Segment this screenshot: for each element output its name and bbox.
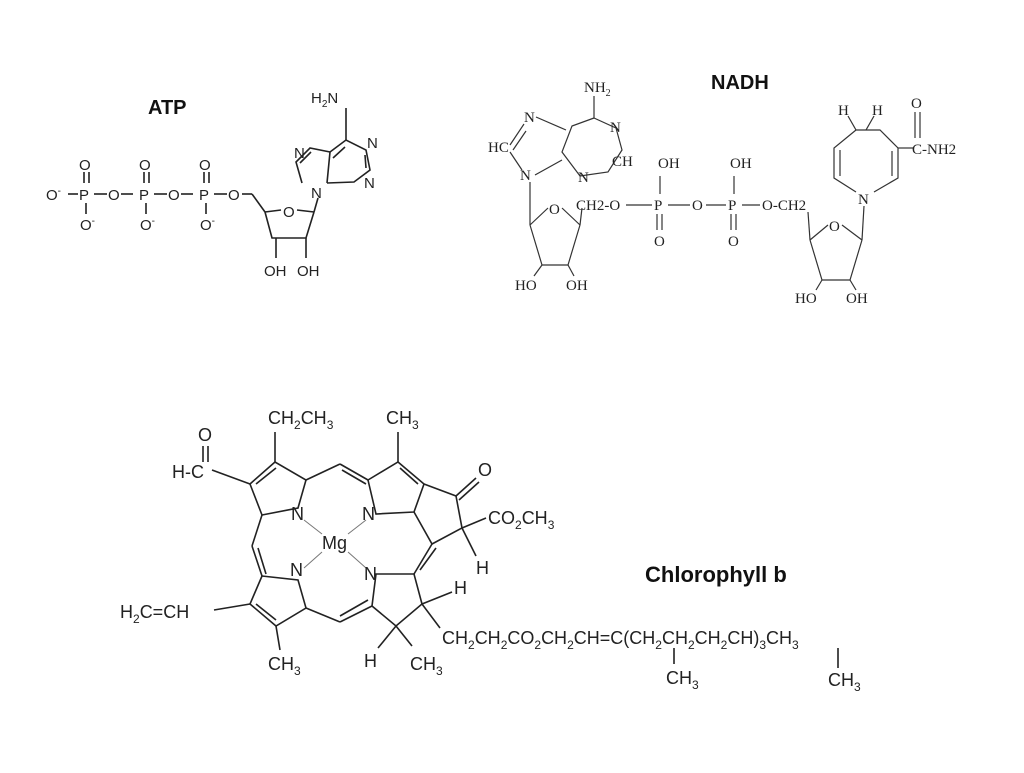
atp-p2: P [139, 187, 149, 204]
atp-oh-2: OH [297, 263, 320, 280]
nadh-oh-p1: OH [658, 156, 680, 172]
atp-ribose: O OH OH [264, 197, 320, 280]
nadh-oh-p2: OH [730, 156, 752, 172]
atp-o-minus-1: O- [46, 186, 61, 204]
nadh-h2: H [872, 103, 883, 119]
atp-o-minus-b1: O- [80, 216, 95, 234]
atp-ribose-o: O [283, 204, 295, 221]
nadh-n3: N [578, 170, 589, 186]
chl-n-2: N [362, 504, 375, 524]
nadh-ribose2-o: O [829, 219, 840, 235]
chl-n-3: N [364, 564, 377, 584]
nadh-o-ch2: O-CH2 [762, 198, 806, 214]
chl-ketone-o: O [478, 460, 492, 480]
nadh-ch: CH [612, 154, 633, 170]
nadh-o-bridge: O [692, 198, 703, 214]
atp-o-bridge-2: O [168, 187, 180, 204]
atp-o-top-2: O [139, 157, 151, 174]
nadh-adenine: NH2 N CH N N HC N [488, 80, 633, 225]
nadh-ribose-2: O HO OH [795, 205, 868, 307]
atp-o-top-1: O [79, 157, 91, 174]
atp-n3: N [364, 175, 375, 192]
chl-ch3-bottom: CH3 [268, 654, 301, 678]
chl-phytyl-chain: CH2CH2CO2CH2CH=C(CH2CH2CH2CH)3CH3 CH3 CH… [442, 628, 861, 694]
chl-formyl-o: O [198, 425, 212, 445]
atp-o-minus-b3: O- [200, 216, 215, 234]
atp-title: ATP [148, 97, 187, 119]
atp-o-top-3: O [199, 157, 211, 174]
chl-ring-3: N H H CH3 [364, 543, 467, 678]
nadh-ch2-o: CH2-O [576, 198, 620, 214]
nadh-p1: P [654, 198, 662, 214]
atp-h2n: H2N [311, 90, 338, 110]
atp-phosphate-chain: O- P O O- O P O O- O P O O- O [46, 157, 266, 234]
chl-ring-4: N H2C=CH CH3 [120, 560, 307, 678]
atp-o-bridge-1: O [108, 187, 120, 204]
nadh-n9: N [520, 168, 531, 184]
nadh-c-nh2: C-NH2 [912, 142, 956, 158]
nadh-ho-2: HO [795, 291, 817, 307]
nadh-h1: H [838, 103, 849, 119]
chl-co2ch3: CO2CH3 [488, 508, 555, 532]
chl-h-3: H [364, 651, 377, 671]
chl-n-4: N [290, 560, 303, 580]
nadh-o-p2: O [728, 234, 739, 250]
nadh-oh-2: OH [846, 291, 868, 307]
chl-mg: Mg [322, 533, 347, 553]
chl-n-1: N [291, 504, 304, 524]
chl-ch3-ring3: CH3 [410, 654, 443, 678]
atp-n1: N [367, 135, 378, 152]
atp-p3: P [199, 187, 209, 204]
chl-ring-1: CH2CH3 N [249, 408, 334, 524]
nadh-p2: P [728, 198, 736, 214]
chl-chain: CH2CH2CO2CH2CH=C(CH2CH2CH2CH)3CH3 [442, 628, 799, 652]
atp-n9: N [311, 185, 322, 202]
chlorophyll-structure: Chlorophyll b O H-C CH2CH3 N CH3 N [120, 408, 861, 694]
nadh-ho-1: HO [515, 278, 537, 294]
nadh-n-pyridine: N [858, 192, 869, 208]
nadh-ribose1-o: O [549, 202, 560, 218]
nadh-n1: N [610, 120, 621, 136]
nadh-nicotinamide: N H H C-NH2 O [833, 96, 956, 208]
atp-o-minus-b2: O- [140, 216, 155, 234]
chl-formyl: O H-C [172, 425, 251, 485]
chl-chain-ch3-1: CH3 [666, 668, 699, 692]
chl-h-1: H [476, 558, 489, 578]
chl-ring-2: CH3 N [305, 408, 425, 524]
chl-formyl-hc: H-C [172, 462, 204, 482]
chl-ch2ch3: CH2CH3 [268, 408, 334, 432]
nadh-title: NADH [711, 72, 769, 94]
nadh-structure: NADH NH2 N CH N N HC N O HO [488, 72, 956, 307]
nadh-oh-1: OH [566, 278, 588, 294]
chl-ch3-top: CH3 [386, 408, 419, 432]
chl-vinyl: H2C=CH [120, 602, 189, 626]
nadh-pyrophosphate: CH2-O P OH O O P OH O O-CH2 [576, 156, 806, 250]
chlorophyll-title: Chlorophyll b [645, 562, 787, 587]
atp-n7: N [294, 145, 305, 162]
atp-oh-1: OH [264, 263, 287, 280]
chl-h-2: H [454, 578, 467, 598]
nadh-ribose-1: O HO OH [515, 202, 588, 294]
atp-structure: ATP O- P O O- O P O O- O P O O- [46, 90, 378, 280]
chl-mg-core: Mg [303, 519, 367, 569]
chl-chain-ch3-2: CH3 [828, 670, 861, 694]
atp-p1: P [79, 187, 89, 204]
nadh-n7: N [524, 110, 535, 126]
chl-ring-5: O CO2CH3 H [413, 460, 555, 578]
nadh-hc: HC [488, 140, 509, 156]
atp-o-bridge-3: O [228, 187, 240, 204]
nadh-nh2: NH2 [584, 80, 611, 99]
atp-adenine: N N N N H2N [294, 90, 378, 202]
nadh-o-amide: O [911, 96, 922, 112]
nadh-o-p1: O [654, 234, 665, 250]
